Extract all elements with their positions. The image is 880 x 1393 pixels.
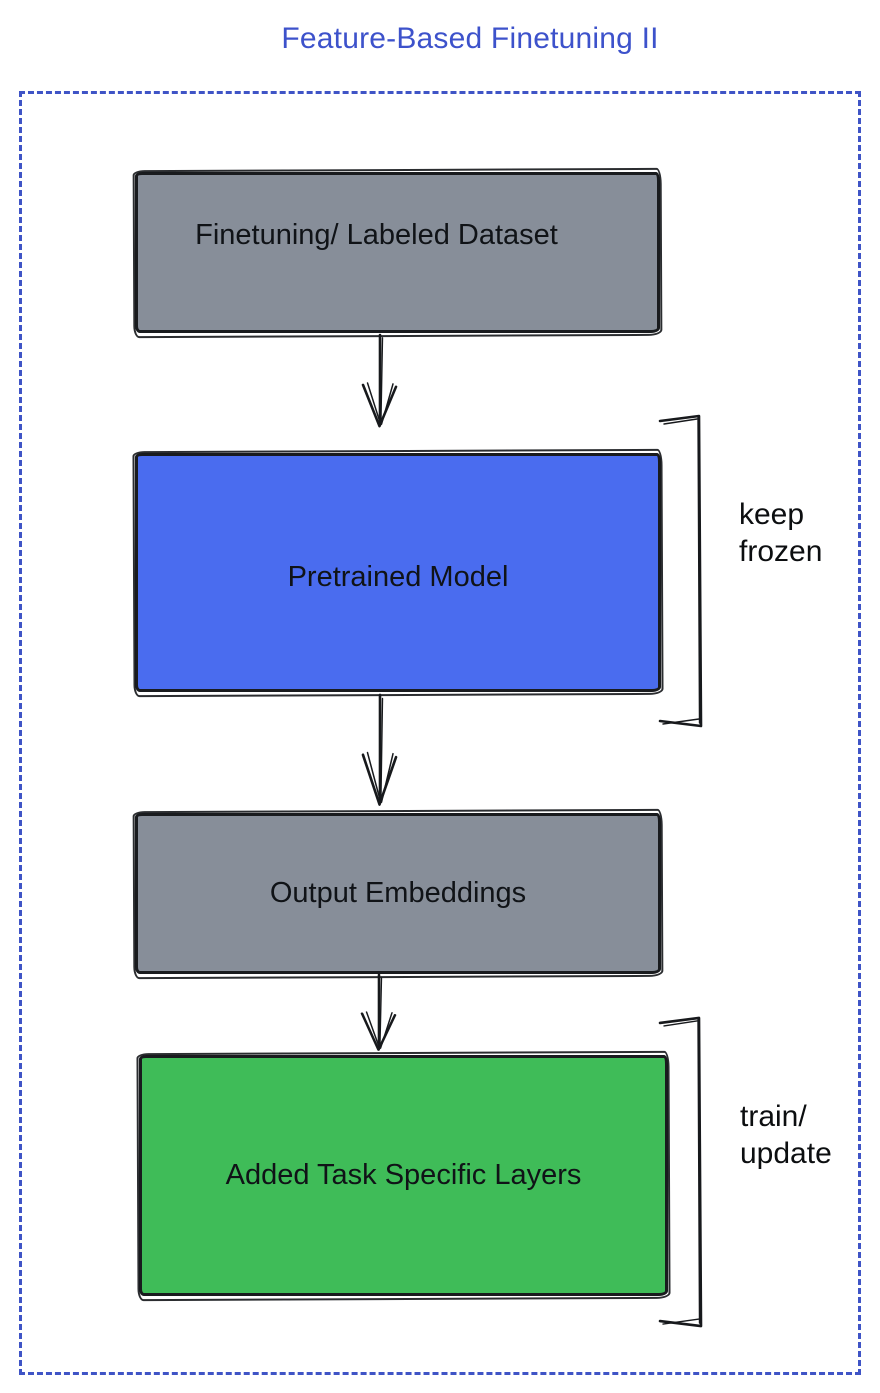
- annotation-line: keep: [739, 498, 805, 531]
- right-bracket-icon: [658, 414, 703, 728]
- annotation-line: train/: [740, 1100, 807, 1133]
- annotation-line: frozen: [739, 535, 823, 568]
- node-added-task-specific-layers: Added Task Specific Layers: [139, 1055, 668, 1296]
- diagram-title: Feature-Based Finetuning II: [281, 22, 659, 55]
- arrow-down-icon: [360, 973, 397, 1051]
- node-pretrained-model: Pretrained Model: [135, 453, 661, 692]
- right-bracket-icon: [658, 1016, 703, 1328]
- node-label: Added Task Specific Layers: [225, 1159, 582, 1191]
- node-label: Output Embeddings: [269, 877, 527, 909]
- arrow-down-icon: [361, 693, 398, 806]
- node-output-embeddings: Output Embeddings: [135, 813, 661, 974]
- node-label: Finetuning/ Labeled Dataset: [195, 219, 558, 251]
- diagram-frame: [19, 91, 861, 1375]
- annotation-train-update: train/ update: [740, 1098, 832, 1172]
- node-finetuning-labeled-dataset: Finetuning/ Labeled Dataset: [135, 172, 660, 333]
- arrow-down-icon: [361, 333, 398, 428]
- annotation-keep-frozen: keep frozen: [739, 496, 822, 570]
- node-label: Pretrained Model: [287, 561, 509, 593]
- annotation-line: update: [740, 1137, 832, 1170]
